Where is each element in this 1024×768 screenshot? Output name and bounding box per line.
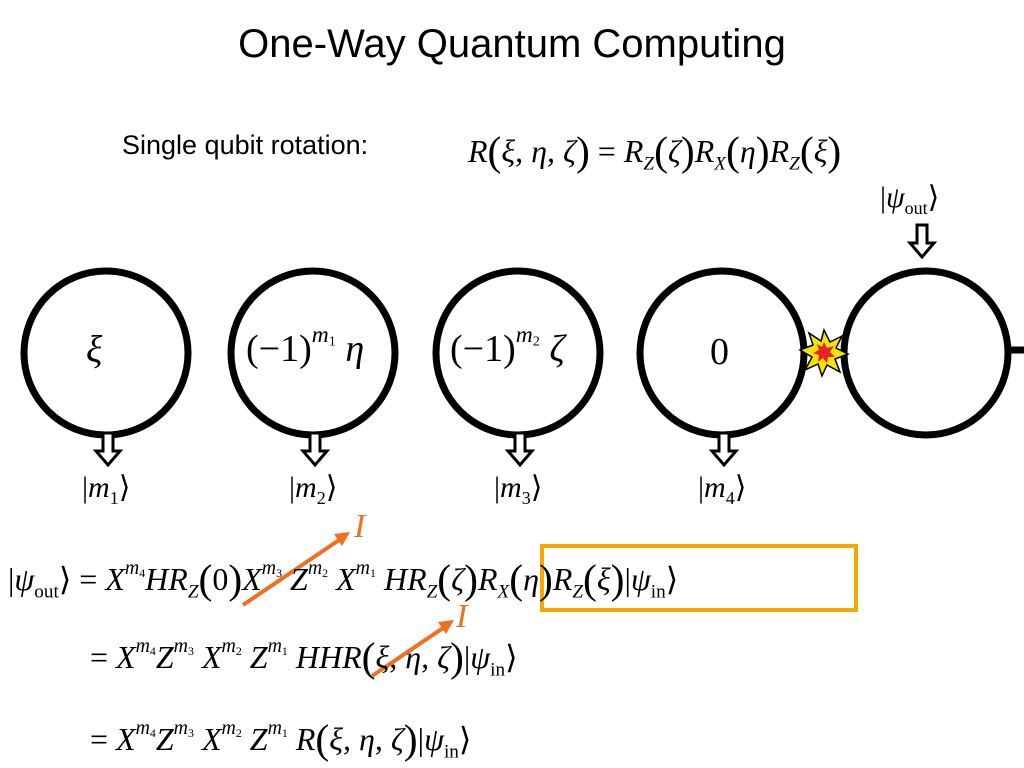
- equation-line-3: = Xm4Zm3 Xm2 Zm1 R(ξ, η, ζ)|ψin⟩: [90, 716, 472, 763]
- identity-label-1: I: [354, 508, 366, 545]
- equation-line-1: |ψout⟩ = Xm4HRZ(0)Xm3 Zm2 Xm1 HRZ(ζ)RX(η…: [8, 556, 679, 603]
- arrow-down-icon: [299, 431, 331, 468]
- node-4-angle: 0: [710, 331, 729, 373]
- arrow-down-icon: [92, 431, 124, 468]
- qubit-node-5: [840, 267, 1012, 439]
- arrow-down-icon: [708, 431, 740, 468]
- node-2-angle: (−1)m1 η: [246, 322, 365, 370]
- outcome-m3: |m3⟩: [494, 471, 543, 508]
- outcome-m2: |m2⟩: [289, 471, 338, 508]
- rotation-formula: R(ξ, η, ζ) = RZ(ζ)RX(η)RZ(ξ): [468, 128, 842, 175]
- node-3-angle: (−1)m2 ζ: [450, 322, 565, 370]
- page-title: One-Way Quantum Computing: [238, 22, 786, 66]
- outcome-m1: |m1⟩: [82, 471, 131, 508]
- qubit-node-1: [20, 267, 192, 439]
- equation-line-2: = Xm4Zm3 Xm2 Zm1 HHR(ξ, η, ζ)|ψin⟩: [90, 634, 518, 681]
- identity-arrow-2: [370, 620, 454, 678]
- outcome-m4: |m4⟩: [698, 471, 747, 508]
- rotation-label: Single qubit rotation:: [122, 130, 369, 160]
- identity-label-2: I: [456, 598, 468, 635]
- node-1-angle: ξ: [86, 329, 103, 371]
- arrow-down-icon: [504, 431, 536, 468]
- psi-out-ket: |ψout⟩: [880, 181, 940, 218]
- rotation-highlight-box: [540, 544, 858, 612]
- explosion-icon: [798, 327, 850, 379]
- arrow-down-icon: [906, 223, 938, 260]
- identity-arrow-1: [241, 532, 350, 607]
